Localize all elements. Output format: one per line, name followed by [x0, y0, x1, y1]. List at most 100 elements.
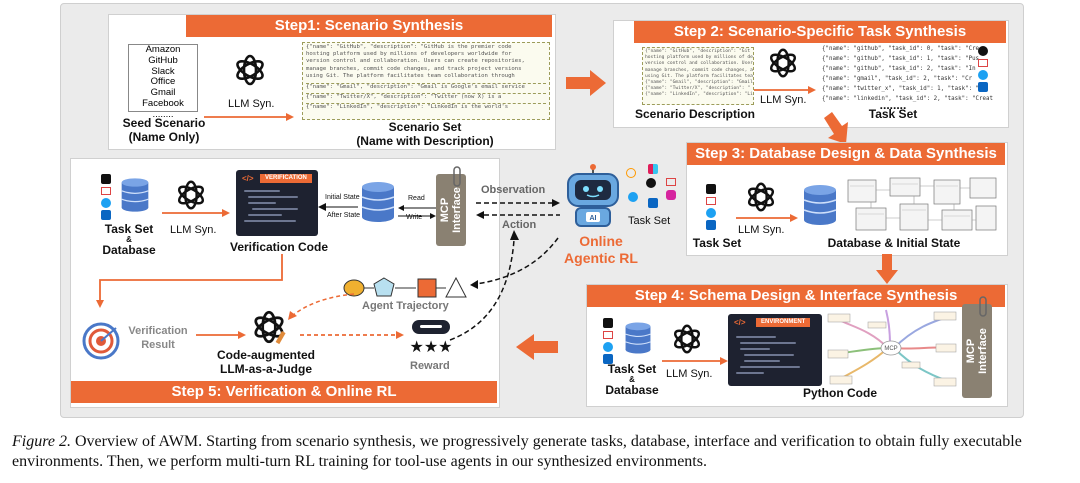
step4-title: Step 4: Schema Design & Interface Synthe…: [587, 285, 1005, 307]
amp-text: &: [629, 375, 635, 384]
llm-syn-label: LLM Syn.: [170, 224, 217, 236]
openai-logo-icon: [236, 54, 264, 86]
task-set-db-label: Task Set & Database: [596, 362, 668, 397]
code-line: version control and collaboration. User: [645, 61, 753, 67]
seed-scenario-label: Seed Scenario (Name Only): [110, 116, 218, 144]
online-line2: Agentic RL: [564, 250, 638, 266]
database-icon: [625, 322, 651, 354]
openai-logo-icon: [769, 48, 797, 78]
seed-label-line2: (Name Only): [128, 130, 200, 144]
target-icon: [82, 322, 120, 360]
set-label-line2: (Name with Description): [356, 134, 494, 148]
code-line: {"name": "GitHub", "description": "GitHu…: [306, 44, 512, 50]
scenario-item: GitHub: [148, 54, 178, 66]
twitter-icon: [628, 192, 638, 202]
verification-tab: VERIFICATION: [260, 174, 312, 183]
paperclip-icon: [453, 166, 461, 187]
svg-text:★★★: ★★★: [409, 337, 452, 356]
twitter-icon: [706, 208, 716, 218]
code-line: version control and collaboration. Users…: [306, 58, 525, 65]
online-line1: Online: [579, 233, 623, 249]
seed-label-line1: Seed Scenario: [122, 116, 206, 130]
amp-text: &: [126, 235, 132, 244]
write-label: Write: [406, 214, 423, 221]
action-arrow: [476, 211, 560, 219]
twitter-icon: [101, 198, 111, 208]
arrow-result-to-judge: [196, 331, 246, 339]
center-task-set-label: Task Set: [628, 215, 671, 227]
db-initial-state-label: Database & Initial State: [827, 236, 961, 250]
code-line: {"name": "GitHub", "description": "Git: [645, 49, 751, 54]
app-icon-column: [601, 316, 615, 366]
app-icon-cluster: [622, 164, 678, 214]
code-line: hosting platform used by millions of dev…: [306, 51, 512, 58]
arrow-vercode-to-result: [96, 254, 283, 308]
python-code-label: Python Code: [803, 386, 877, 400]
read-label: Read: [408, 195, 425, 202]
arrow-state-to-vercode: [318, 203, 358, 211]
linkedin-icon: [603, 354, 613, 364]
gmail-icon: [978, 59, 988, 67]
agent-trajectory-shapes: [343, 276, 467, 298]
seed-scenario-list: Amazon GitHub Slack Office Gmail Faceboo…: [128, 44, 198, 120]
task-line: {"name": "twitter_x", "task_id": 1, "tas…: [822, 86, 987, 92]
caption-text: Overview of AWM. Starting from scenario …: [12, 433, 1022, 470]
action-label: Action: [502, 219, 537, 231]
ver-result-line2: Result: [141, 339, 175, 351]
github-icon: [101, 174, 111, 184]
scenario-item: Facebook: [142, 97, 184, 109]
judge-label: Code-augmented LLM-as-a-Judge: [206, 348, 326, 376]
task-set-db-label: Task Set & Database: [92, 222, 166, 257]
set-label-line1: Scenario Set: [388, 120, 462, 134]
llm-syn-label: LLM Syn.: [760, 94, 807, 106]
arrow-db-to-vercode: [162, 209, 230, 217]
linkedin-icon: [101, 210, 111, 220]
ver-result-line1: Verification: [128, 325, 188, 337]
code-line: {"name": "LinkedIn", "description": "Lin…: [306, 103, 546, 111]
interface-text: Interface: [451, 187, 463, 233]
verification-code-editor: </> VERIFICATION: [236, 170, 318, 236]
observation-arrow: [476, 199, 560, 207]
code-line: using Git. The platform facilitates tea: [645, 73, 753, 79]
scenario-item: Amazon: [145, 44, 181, 55]
arrow-desc-to-tasks: [754, 86, 816, 94]
schema-diagram-icon: [847, 177, 997, 231]
task-set-lines: {"name": "github", "task_id": 0, "task":…: [822, 44, 993, 104]
robot-agent-icon: AI: [567, 164, 619, 227]
scenario-item: ........: [152, 108, 174, 120]
code-line: hosting platform used by millions of de: [645, 55, 753, 61]
code-line: using Git. The platform facilitates team…: [306, 72, 515, 79]
fat-arrow-step1-to-step2: [566, 70, 606, 96]
openai-logo-icon: [673, 324, 701, 354]
app-icon-column: [704, 182, 718, 232]
online-agentic-rl-label: Online Agentic RL: [556, 233, 646, 267]
code-brackets-icon: </>: [242, 174, 254, 183]
llm-syn-label: LLM Syn.: [738, 224, 785, 236]
scenario-description-code: {"name": "GitHub", "description": "Git h…: [642, 47, 754, 105]
linkedin-icon: [648, 198, 658, 208]
paperclip-icon: [979, 296, 987, 317]
task-set-text: Task Set: [607, 362, 657, 376]
app-icon-column: [976, 44, 990, 94]
arrow-trajectory-to-judge: [288, 293, 355, 320]
openai-logo-icon: [177, 180, 205, 210]
reward-label: Reward: [410, 360, 450, 372]
step3-title: Step 3: Database Design & Data Synthesis: [687, 143, 1005, 165]
interface-text: Interface: [977, 328, 989, 374]
code-line: {"name": "Twitter/X", "description": "Tw…: [306, 93, 546, 101]
twitter-icon: [978, 70, 988, 80]
arrow-seed-to-set: [204, 113, 294, 121]
task-line: {"name": "github", "task_id": 1, "task":…: [822, 56, 980, 62]
mcp-text: MCP: [965, 338, 977, 364]
scenario-set-code: {"name": "GitHub", "description": "GitHu…: [302, 42, 550, 120]
linkedin-icon: [978, 82, 988, 92]
task-line: {"name": "gmail", "task_id": 2, "task": …: [822, 76, 973, 82]
openai-judge-icon: [254, 310, 286, 345]
scenario-item: Slack: [151, 65, 175, 77]
github-icon: [603, 318, 613, 328]
database-text: Database: [102, 243, 156, 257]
code-line: {"name": "LinkedIn", "description": "Li: [645, 92, 753, 98]
